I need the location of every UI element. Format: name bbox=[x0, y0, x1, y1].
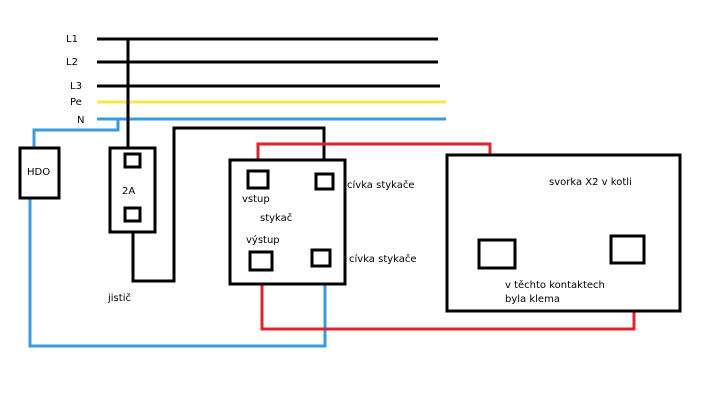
breaker-rating: 2A bbox=[122, 186, 135, 197]
coil-label-top: cívka stykače bbox=[347, 179, 415, 191]
boiler-box bbox=[445, 153, 682, 313]
contactor-output-terminal bbox=[248, 250, 274, 272]
boiler-title: svorka X2 v kotli bbox=[549, 177, 632, 188]
boiler-terminal-right bbox=[609, 234, 646, 265]
contactor-label: stykač bbox=[260, 212, 292, 224]
contactor-coil-terminal-bottom bbox=[310, 248, 332, 268]
label-n: N bbox=[77, 115, 84, 126]
hdo-box bbox=[18, 146, 61, 200]
wire-neutral-return bbox=[28, 198, 327, 348]
wire-breaker-to-coil bbox=[131, 126, 326, 283]
contactor-coil-terminal-top bbox=[314, 172, 335, 191]
breaker-terminal-top bbox=[123, 152, 142, 169]
boiler-note-line1: v těchto kontaktech bbox=[505, 279, 605, 291]
breaker-terminal-bottom bbox=[123, 206, 142, 223]
wire-neutral-hdo bbox=[32, 119, 120, 148]
label-pe: Pe bbox=[70, 97, 82, 108]
label-l3: L3 bbox=[70, 81, 82, 92]
hdo-label: HDO bbox=[27, 167, 50, 178]
boiler-note-line2: byla klema bbox=[505, 294, 560, 305]
coil-label-bottom: cívka stykače bbox=[349, 253, 417, 265]
boiler-terminal-left bbox=[477, 238, 517, 270]
contactor-input-terminal bbox=[246, 169, 270, 190]
label-l2: L2 bbox=[66, 57, 78, 68]
label-l1: L1 bbox=[66, 34, 78, 45]
breaker-label: jistič bbox=[107, 292, 131, 304]
contactor-input-label: vstup bbox=[242, 194, 270, 205]
contactor-output-label: výstup bbox=[246, 234, 280, 246]
